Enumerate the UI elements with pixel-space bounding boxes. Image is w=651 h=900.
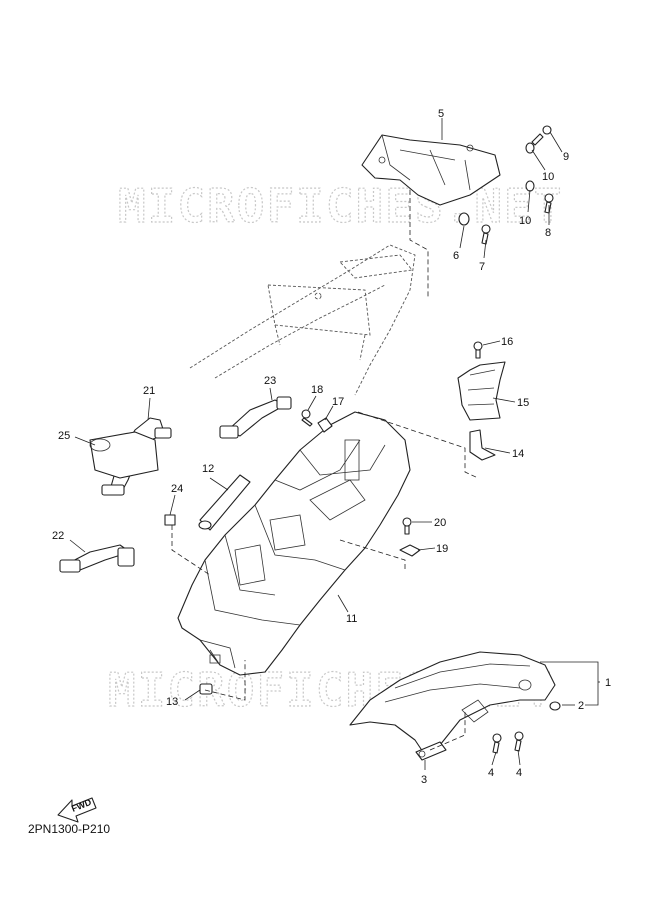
clip-19[interactable] <box>399 544 421 557</box>
callout-17: 17 <box>332 396 344 408</box>
callout-13: 13 <box>166 696 178 708</box>
callout-15: 15 <box>517 397 529 409</box>
nut-10-lower[interactable] <box>525 180 535 192</box>
callout-24: 24 <box>171 483 183 495</box>
bolt-18[interactable] <box>301 409 313 427</box>
callout-6: 6 <box>453 250 459 262</box>
damper-13[interactable] <box>199 683 213 695</box>
plate-14[interactable] <box>469 429 496 461</box>
callout-14: 14 <box>512 448 524 460</box>
fwd-arrow-icon: FWD <box>57 797 97 823</box>
rear-fender-11[interactable] <box>177 411 411 676</box>
frame-outline <box>189 244 416 396</box>
nut-17[interactable] <box>317 417 333 433</box>
callout-20: 20 <box>434 517 446 529</box>
diagram-code: 2PN1300-P210 <box>28 822 111 836</box>
plug-2[interactable] <box>549 701 561 711</box>
tail-bracket-5[interactable] <box>361 134 501 206</box>
callout-4b: 4 <box>516 767 522 779</box>
callout-11: 11 <box>346 613 357 625</box>
assembly-lines <box>171 190 479 751</box>
strap-22[interactable] <box>59 544 135 573</box>
bolt-4-right[interactable] <box>514 731 524 752</box>
sponge-25[interactable] <box>89 431 159 479</box>
callout-2: 2 <box>578 700 584 712</box>
nut-6[interactable] <box>458 212 470 226</box>
callout-18: 18 <box>311 384 323 396</box>
callouts: 1 2 3 4 4 5 6 7 8 9 10 10 11 12 13 14 15… <box>52 108 611 786</box>
callout-21: 21 <box>143 385 155 397</box>
bolt-7[interactable] <box>481 224 491 245</box>
callout-3: 3 <box>421 774 427 786</box>
front-fender-1[interactable] <box>349 651 556 756</box>
callout-8: 8 <box>545 227 551 239</box>
reflector-15[interactable] <box>457 361 506 421</box>
callout-9: 9 <box>563 151 569 163</box>
callout-5: 5 <box>438 108 444 120</box>
bolt-4-left[interactable] <box>492 733 502 754</box>
callout-19: 19 <box>436 543 448 555</box>
callout-12: 12 <box>202 463 214 475</box>
callout-25: 25 <box>58 430 70 442</box>
callout-10b: 10 <box>519 215 531 227</box>
watermark-top: MICROFICHES.NET <box>118 179 563 233</box>
foam-strip-12[interactable] <box>198 474 251 531</box>
callout-16: 16 <box>501 336 513 348</box>
callout-4a: 4 <box>488 767 494 779</box>
clip-24[interactable] <box>164 514 176 526</box>
callout-10a: 10 <box>542 171 554 183</box>
callout-1: 1 <box>605 677 611 689</box>
screw-16[interactable] <box>473 341 483 359</box>
bolt-20[interactable] <box>402 517 412 535</box>
callout-7: 7 <box>479 261 485 273</box>
callout-22: 22 <box>52 530 64 542</box>
leader-lines <box>69 118 600 770</box>
bolt-9[interactable] <box>531 125 552 146</box>
callout-23: 23 <box>264 375 276 387</box>
strap-23[interactable] <box>219 396 292 439</box>
